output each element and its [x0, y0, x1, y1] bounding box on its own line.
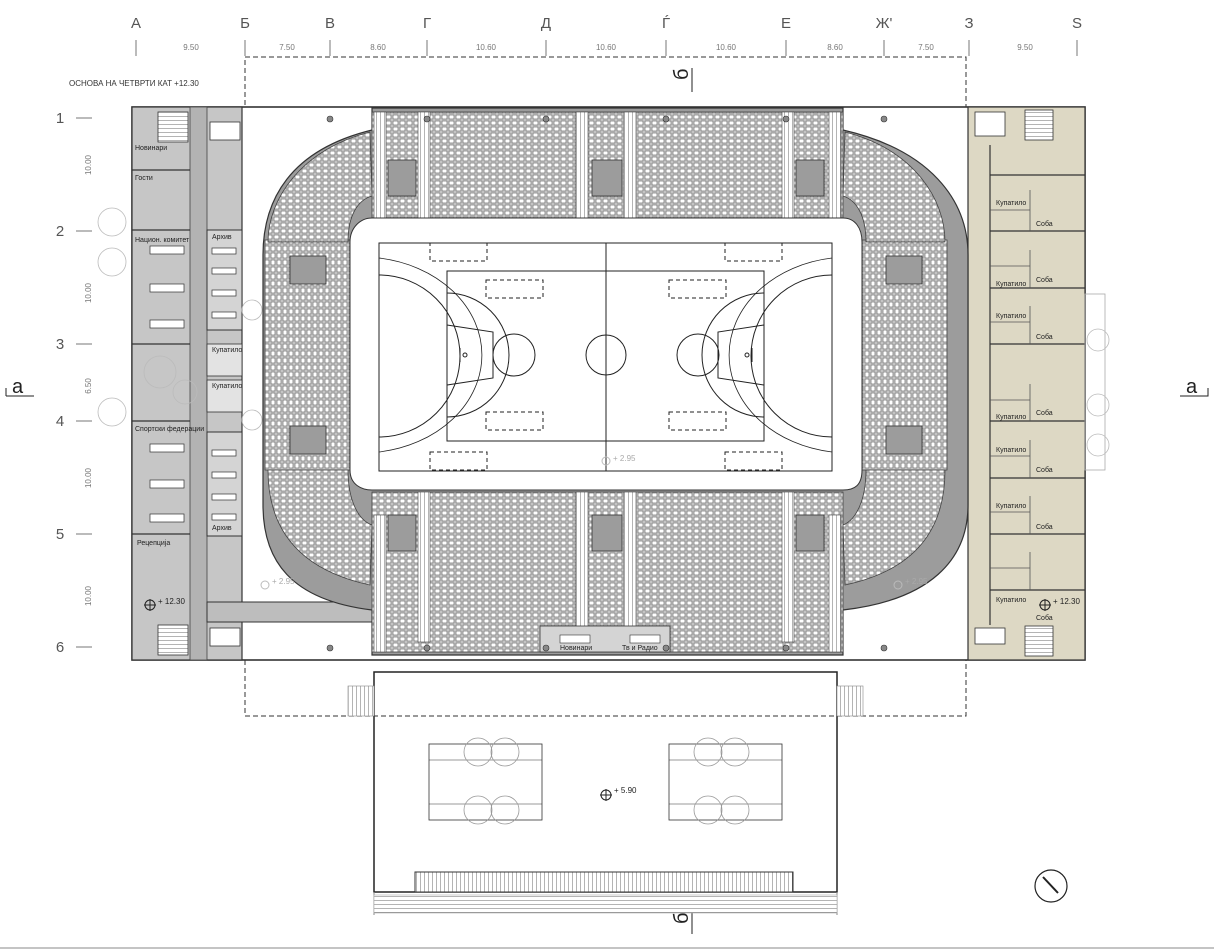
- level-marker: + 12.30: [1039, 597, 1080, 611]
- section-b-top: б: [671, 69, 693, 80]
- room-label: Купатило: [996, 597, 1026, 604]
- room-label: Соба: [1036, 614, 1053, 622]
- north-arrow-icon: [1034, 869, 1068, 903]
- room-label: Архив: [212, 234, 232, 241]
- axis-col-label: З: [964, 15, 973, 32]
- row-axes: 1 2 3 4 5 6 10.00 10.00 6.50 10.00 10.00: [56, 110, 93, 656]
- column-dim: 9.50: [1017, 43, 1033, 52]
- room-label: Соба: [1036, 333, 1053, 341]
- left-wing: Новинари Гости Национ. комитет Архив Куп…: [131, 106, 243, 661]
- axis-row-label: 5: [56, 526, 64, 543]
- axis-row-label: 3: [56, 336, 64, 353]
- row-dim: 10.00: [84, 585, 93, 606]
- level-marker: + 5.90: [600, 786, 637, 801]
- section-a-right: а: [1186, 376, 1198, 398]
- right-wing: Купатило Соба Купатило Соба Купатило Соб…: [967, 106, 1086, 661]
- room-label: Купатило: [212, 383, 242, 390]
- room-label: Купатило: [996, 447, 1026, 454]
- section-marks: а а б б: [5, 68, 1209, 934]
- axis-col-label: Е: [781, 15, 791, 32]
- level-ghost-c: + 2.95: [905, 577, 928, 586]
- column-dim: 10.60: [476, 43, 497, 52]
- column-dim: 7.50: [918, 43, 934, 52]
- axis-col-label: Г: [423, 15, 431, 32]
- column-dim: 7.50: [279, 43, 295, 52]
- axis-row-label: 6: [56, 639, 64, 656]
- column-dim: 10.60: [596, 43, 617, 52]
- room-label: Гости: [135, 175, 153, 182]
- room-label: Рецепција: [137, 540, 170, 547]
- section-b-bottom: б: [671, 913, 693, 924]
- room-label: Купатило: [996, 503, 1026, 510]
- basketball-court: [378, 242, 833, 472]
- level-marker: + 12.30: [144, 597, 185, 611]
- planter-right: [1084, 293, 1106, 471]
- level-ghost-a: + 2.95: [613, 454, 636, 463]
- room-label: Спортски федерации: [135, 426, 204, 433]
- axis-row-label: 2: [56, 223, 64, 240]
- room-label: Купатило: [996, 200, 1026, 207]
- row-dim: 10.00: [84, 154, 93, 175]
- level-right-rooms: + 12.30: [1053, 597, 1080, 606]
- planters-left: [97, 207, 263, 431]
- press-tv-label: Тв и Радио: [622, 645, 658, 652]
- axis-col-label: Ѓ: [662, 15, 670, 32]
- room-label: Соба: [1036, 466, 1053, 474]
- room-label: Национ. комитет: [135, 237, 190, 244]
- room-label: Соба: [1036, 220, 1053, 228]
- axis-row-label: 4: [56, 413, 64, 430]
- column-axes: А Б В Г Д Ѓ Е Ж' З S 9.50 7.50 8.60 10.6…: [131, 15, 1082, 56]
- axis-row-label: 1: [56, 110, 64, 127]
- terrace: + 5.90: [347, 671, 864, 915]
- axis-col-label: Ж': [876, 15, 893, 32]
- room-label: Соба: [1036, 523, 1053, 531]
- room-label: Соба: [1036, 409, 1053, 417]
- row-dim: 6.50: [84, 378, 93, 394]
- level-ghost-b: + 2.95: [272, 577, 295, 586]
- row-dim: 10.00: [84, 282, 93, 303]
- press-news-label: Новинари: [560, 645, 592, 652]
- ghost-levels: + 2.95 + 2.95 + 2.95: [260, 454, 928, 590]
- room-label: Архив: [212, 525, 232, 532]
- room-label: Купатило: [996, 281, 1026, 288]
- column-dim: 10.60: [716, 43, 737, 52]
- row-dim: 10.00: [84, 467, 93, 488]
- column-dim: 8.60: [827, 43, 843, 52]
- room-label: Купатило: [996, 313, 1026, 320]
- section-a-left: а: [12, 376, 24, 398]
- axis-col-label: Д: [541, 15, 551, 32]
- column-dim: 8.60: [370, 43, 386, 52]
- room-label: Купатило: [212, 347, 242, 354]
- room-label: Соба: [1036, 276, 1053, 284]
- level-left-office: + 12.30: [158, 597, 185, 606]
- column-dim: 9.50: [183, 43, 199, 52]
- arena-bowl: Новинари Тв и Радио: [262, 107, 969, 656]
- room-label: Купатило: [996, 414, 1026, 421]
- room-label: Новинари: [135, 145, 167, 152]
- level-terrace: + 5.90: [614, 786, 637, 795]
- axis-col-label: А: [131, 15, 141, 32]
- axis-col-label: Б: [240, 15, 250, 32]
- plan-title: ОСНОВА НА ЧЕТВРТИ КАТ +12.30: [69, 79, 199, 88]
- axis-col-label: S: [1072, 15, 1082, 32]
- axis-col-label: В: [325, 15, 335, 32]
